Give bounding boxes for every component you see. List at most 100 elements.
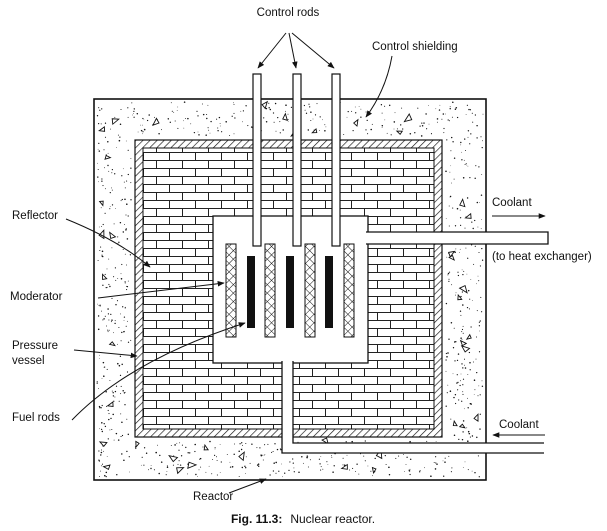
concrete-speckle [305,112,308,114]
concrete-speckle [99,470,101,472]
control-rod [252,73,262,247]
concrete-speckle [206,113,208,116]
concrete-speckle [468,308,470,310]
concrete-speckle [176,110,178,112]
concrete-speckle [474,389,476,391]
concrete-speckle [212,459,214,461]
concrete-speckle [264,444,266,446]
concrete-speckle [194,443,196,446]
concrete-speckle [126,289,128,291]
concrete-pebble [460,345,471,353]
concrete-speckle [127,116,129,118]
concrete-speckle [101,310,102,312]
concrete-speckle [290,106,292,108]
concrete-speckle [370,128,373,131]
concrete-speckle [309,459,311,461]
concrete-speckle [423,122,425,124]
concrete-speckle [125,325,127,327]
concrete-speckle [281,463,282,465]
concrete-speckle [109,285,111,288]
concrete-speckle [102,319,104,321]
concrete-speckle [367,133,369,135]
concrete-speckle [102,185,104,187]
concrete-speckle [285,104,287,106]
concrete-speckle [436,463,438,465]
concrete-speckle [355,471,356,473]
concrete-speckle [130,199,132,201]
concrete-speckle [448,278,450,280]
concrete-speckle [441,118,443,120]
concrete-speckle [462,393,464,395]
concrete-speckle [449,271,451,273]
concrete-speckle [219,122,221,124]
concrete-speckle [462,431,464,433]
concrete-speckle [98,450,100,452]
concrete-speckle [355,112,357,114]
moderator-bar [343,243,355,338]
concrete-speckle [130,167,132,169]
concrete-speckle [115,304,117,306]
concrete-speckle [112,392,114,394]
concrete-speckle [104,212,106,214]
concrete-speckle [309,106,311,108]
concrete-speckle [107,331,109,333]
concrete-speckle [475,358,477,360]
concrete-speckle [105,471,108,474]
concrete-speckle [120,273,122,275]
concrete-speckle [167,118,170,120]
concrete-speckle [451,116,453,118]
concrete-speckle [103,375,105,377]
concrete-speckle [143,447,146,449]
concrete-pebble [353,118,359,127]
concrete-speckle [124,198,126,201]
concrete-speckle [102,361,105,364]
concrete-speckle [99,476,100,477]
concrete-speckle [117,134,119,136]
concrete-speckle [463,159,465,161]
concrete-speckle [179,442,181,444]
concrete-speckle [100,123,102,125]
concrete-speckle [111,297,113,299]
leader-fuel-rods [71,322,246,421]
concrete-speckle [256,447,258,449]
concrete-speckle [458,399,460,401]
concrete-speckle [218,116,221,119]
concrete-speckle [388,104,391,107]
concrete-speckle [245,473,246,475]
concrete-speckle [459,380,461,382]
concrete-speckle [99,306,101,307]
concrete-speckle [445,370,447,372]
concrete-speckle [98,150,101,152]
concrete-speckle [181,444,183,446]
concrete-speckle [142,131,144,133]
concrete-speckle [114,267,117,269]
concrete-speckle [360,108,362,110]
concrete-speckle [480,228,482,230]
concrete-speckle [97,328,100,331]
label-moderator: Moderator [10,291,63,303]
concrete-speckle [107,313,110,315]
concrete-speckle [467,469,469,471]
fuel-rod [247,256,255,328]
concrete-speckle [477,455,479,457]
concrete-speckle [187,117,189,120]
concrete-speckle [241,442,243,444]
concrete-pebble [187,461,198,470]
concrete-speckle [225,121,227,123]
concrete-speckle [457,271,459,273]
concrete-speckle [105,390,107,393]
concrete-speckle [207,127,209,129]
concrete-speckle [472,121,474,123]
figure-number: Fig. 11.3: [231,512,282,526]
concrete-speckle [475,336,478,338]
concrete-speckle [126,264,127,266]
concrete-speckle [474,471,476,474]
concrete-speckle [121,453,123,455]
concrete-speckle [233,133,235,135]
concrete-speckle [119,123,122,126]
concrete-speckle [183,120,184,122]
concrete-speckle [102,223,104,226]
concrete-speckle [100,207,102,209]
concrete-speckle [456,382,458,384]
concrete-speckle [193,131,196,134]
